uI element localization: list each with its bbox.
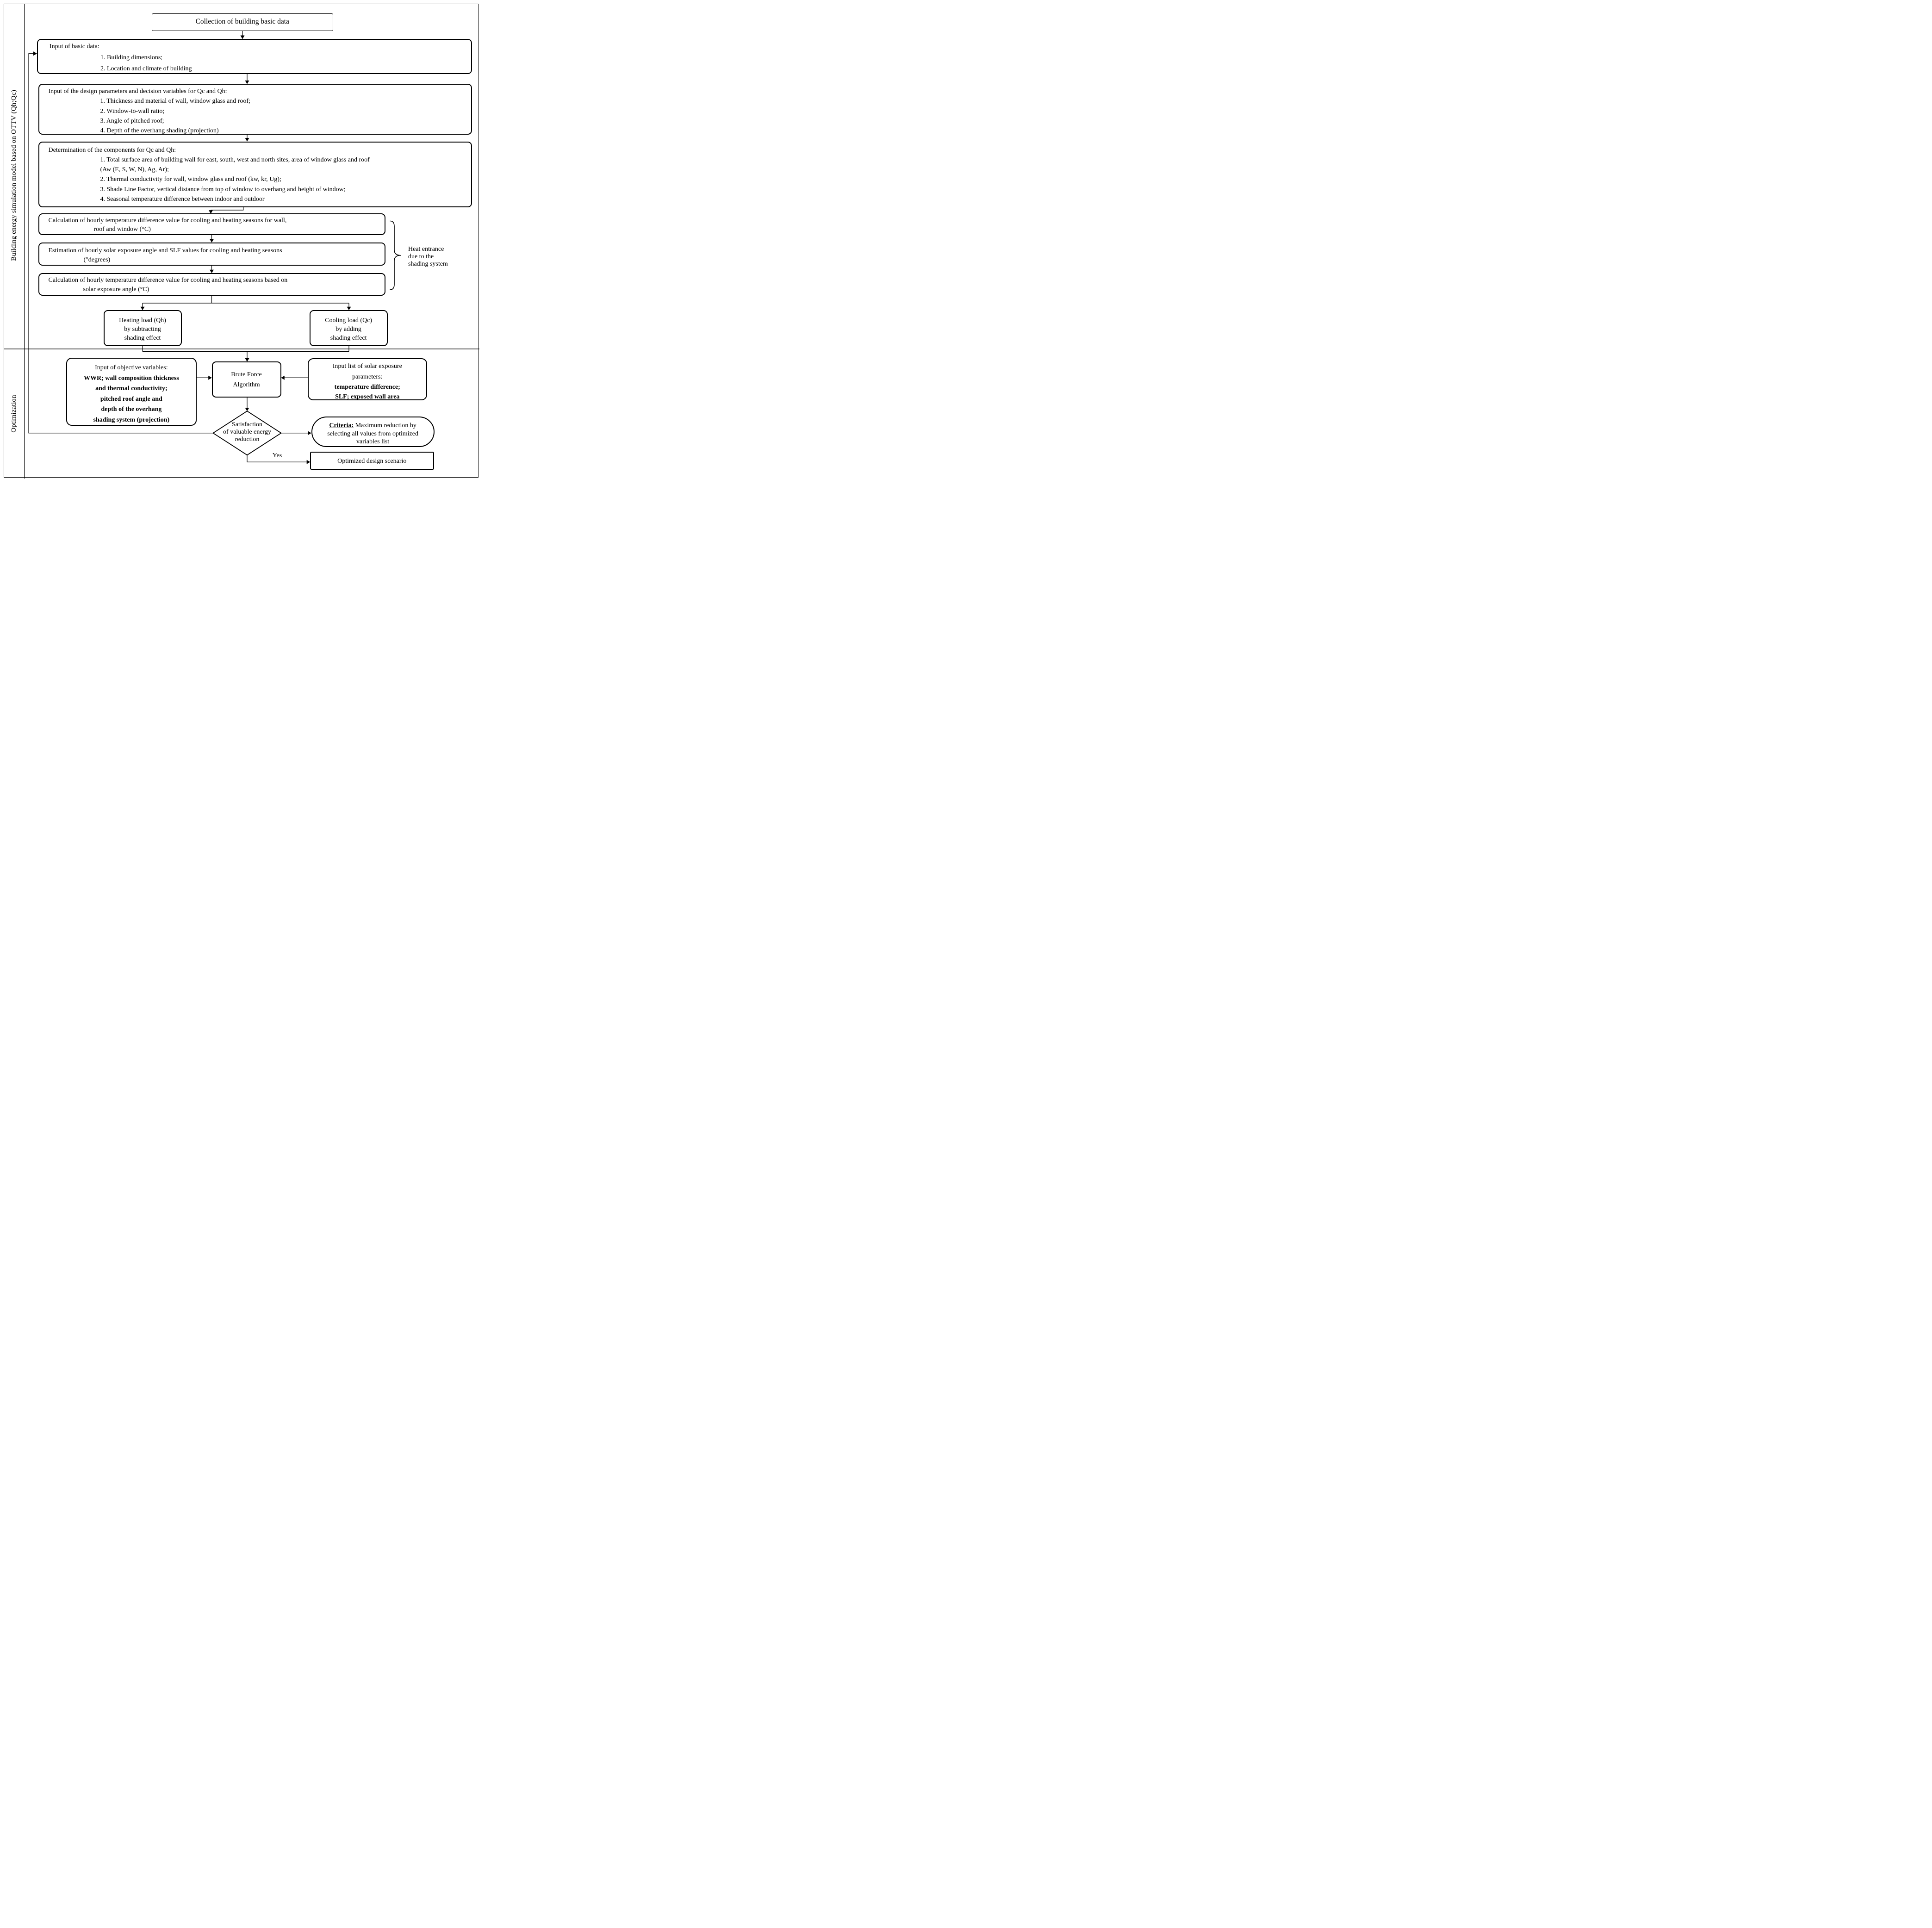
node-heating-line: Heating load (Qh) (119, 317, 166, 324)
node-optimized-text: Optimized design scenario (337, 458, 407, 465)
node-calc-wall-line1: Calculation of hourly temperature differ… (48, 217, 287, 224)
node-decision: Satisfaction of valuable energy reductio… (213, 421, 281, 443)
flowchart-canvas: Building energy simulation model based o… (0, 0, 483, 482)
node-design-params-item: 4. Depth of the overhang shading (projec… (100, 127, 219, 134)
node-design-params-item: 1. Thickness and material of wall, windo… (100, 98, 250, 105)
node-criteria-line1: Criteria: Maximum reduction by (312, 422, 434, 429)
node-heating-line: by subtracting (124, 326, 161, 333)
outer-frame (4, 4, 478, 478)
node-estimation-line2: (°degrees) (83, 256, 111, 263)
decision-diamond-shape (212, 410, 282, 456)
node-solar-title-line: Input list of solar exposure (332, 363, 402, 370)
node-objective-variables: Input of objective variables: WWR; wall … (66, 358, 197, 426)
node-solar-title-line: parameters: (352, 373, 383, 380)
node-criteria: Criteria: Maximum reduction by selecting… (311, 417, 435, 447)
node-objective-line: WWR; wall composition thickness (84, 374, 179, 382)
connector-layer (4, 4, 479, 479)
node-criteria-line3: variables list (356, 438, 390, 445)
node-decision-line: Satisfaction (231, 421, 263, 428)
sidebar-label-optimization: Optimization (10, 395, 18, 433)
node-brute-force: Brute Force Algorithm (211, 361, 281, 398)
node-components-item: 3. Shade Line Factor, vertical distance … (100, 186, 346, 193)
node-collection: Collection of building basic data (151, 13, 333, 31)
node-objective-line: pitched roof angle and (100, 395, 162, 403)
node-components-item: (Aw (E, S, W, N), Ag, Ar); (100, 166, 169, 173)
decision-yes-label: Yes (272, 452, 282, 459)
node-decision-line: reduction (235, 436, 260, 443)
node-solar-exposure-params: Input list of solar exposure parameters:… (308, 358, 427, 401)
node-estimation-line1: Estimation of hourly solar exposure angl… (48, 247, 282, 254)
node-components-item: 4. Seasonal temperature difference betwe… (100, 195, 265, 203)
node-solar-bold-line: temperature difference; (334, 384, 400, 391)
node-calc-wall-line2: roof and window (°C) (93, 225, 151, 233)
node-calc-wall: Calculation of hourly temperature differ… (38, 213, 385, 235)
node-basic-data-item: 1. Building dimensions; (100, 54, 163, 61)
node-calc-solar-line1: Calculation of hourly temperature differ… (48, 276, 288, 284)
node-components-item: 1. Total surface area of building wall f… (100, 156, 370, 163)
node-objective-title: Input of objective variables: (95, 364, 168, 371)
brace-icon (390, 220, 401, 290)
sidebar-label-simulation: Building energy simulation model based o… (10, 90, 18, 261)
node-objective-line: shading system (projection) (93, 416, 170, 423)
criteria-label: Criteria: (329, 422, 354, 429)
arrow-decision-optimized (247, 455, 307, 462)
node-criteria-line2: selecting all values from optimized (327, 430, 418, 437)
node-heating-line: shading effect (124, 334, 161, 342)
node-cooling-load: Cooling load (Qc) by adding shading effe… (309, 310, 388, 346)
node-objective-line: depth of the overhang (101, 406, 162, 413)
node-optimized-scenario: Optimized design scenario (310, 452, 434, 470)
node-components-title: Determination of the components for Qc a… (48, 146, 176, 154)
node-cooling-line: by adding (335, 326, 361, 333)
merge-loads (142, 346, 349, 359)
arrowheads (33, 35, 351, 464)
node-components: Determination of the components for Qc a… (38, 141, 472, 207)
node-objective-line: and thermal conductivity; (95, 385, 168, 392)
node-cooling-line: Cooling load (Qc) (325, 317, 373, 324)
node-design-params: Input of the design parameters and decis… (38, 84, 472, 135)
node-design-params-item: 3. Angle of pitched roof; (100, 117, 164, 124)
node-collection-text: Collection of building basic data (195, 18, 289, 25)
node-basic-data-title: Input of basic data: (50, 43, 99, 50)
node-cooling-line: shading effect (330, 334, 367, 342)
node-calc-solar: Calculation of hourly temperature differ… (38, 273, 385, 296)
node-basic-data: Input of basic data: 1. Building dimensi… (37, 39, 472, 74)
node-heating-load: Heating load (Qh) by subtracting shading… (103, 310, 182, 346)
node-design-params-title: Input of the design parameters and decis… (48, 88, 227, 95)
annotation-heat-entrance: Heat entrance due to the shading system (408, 246, 448, 268)
annotation-line: Heat entrance (408, 246, 444, 253)
node-basic-data-item: 2. Location and climate of building (100, 65, 192, 72)
node-brute-force-line: Algorithm (233, 381, 260, 388)
node-components-item: 2. Thermal conductivity for wall, window… (100, 176, 281, 183)
feedback-loop (28, 53, 213, 434)
criteria-rest: Maximum reduction by (354, 422, 416, 429)
annotation-line: due to the (408, 253, 434, 260)
node-calc-solar-line2: solar exposure angle (°C) (83, 286, 149, 293)
node-design-params-item: 2. Window-to-wall ratio; (100, 107, 165, 115)
split-calcsolar (142, 295, 349, 307)
node-estimation: Estimation of hourly solar exposure angl… (38, 242, 385, 266)
node-solar-bold-line: SLF; exposed wall area (335, 393, 400, 401)
arrow-components-calcwall (210, 207, 244, 211)
annotation-line: shading system (408, 261, 448, 267)
node-brute-force-line: Brute Force (231, 371, 262, 378)
node-decision-line: of valuable energy (223, 429, 271, 435)
